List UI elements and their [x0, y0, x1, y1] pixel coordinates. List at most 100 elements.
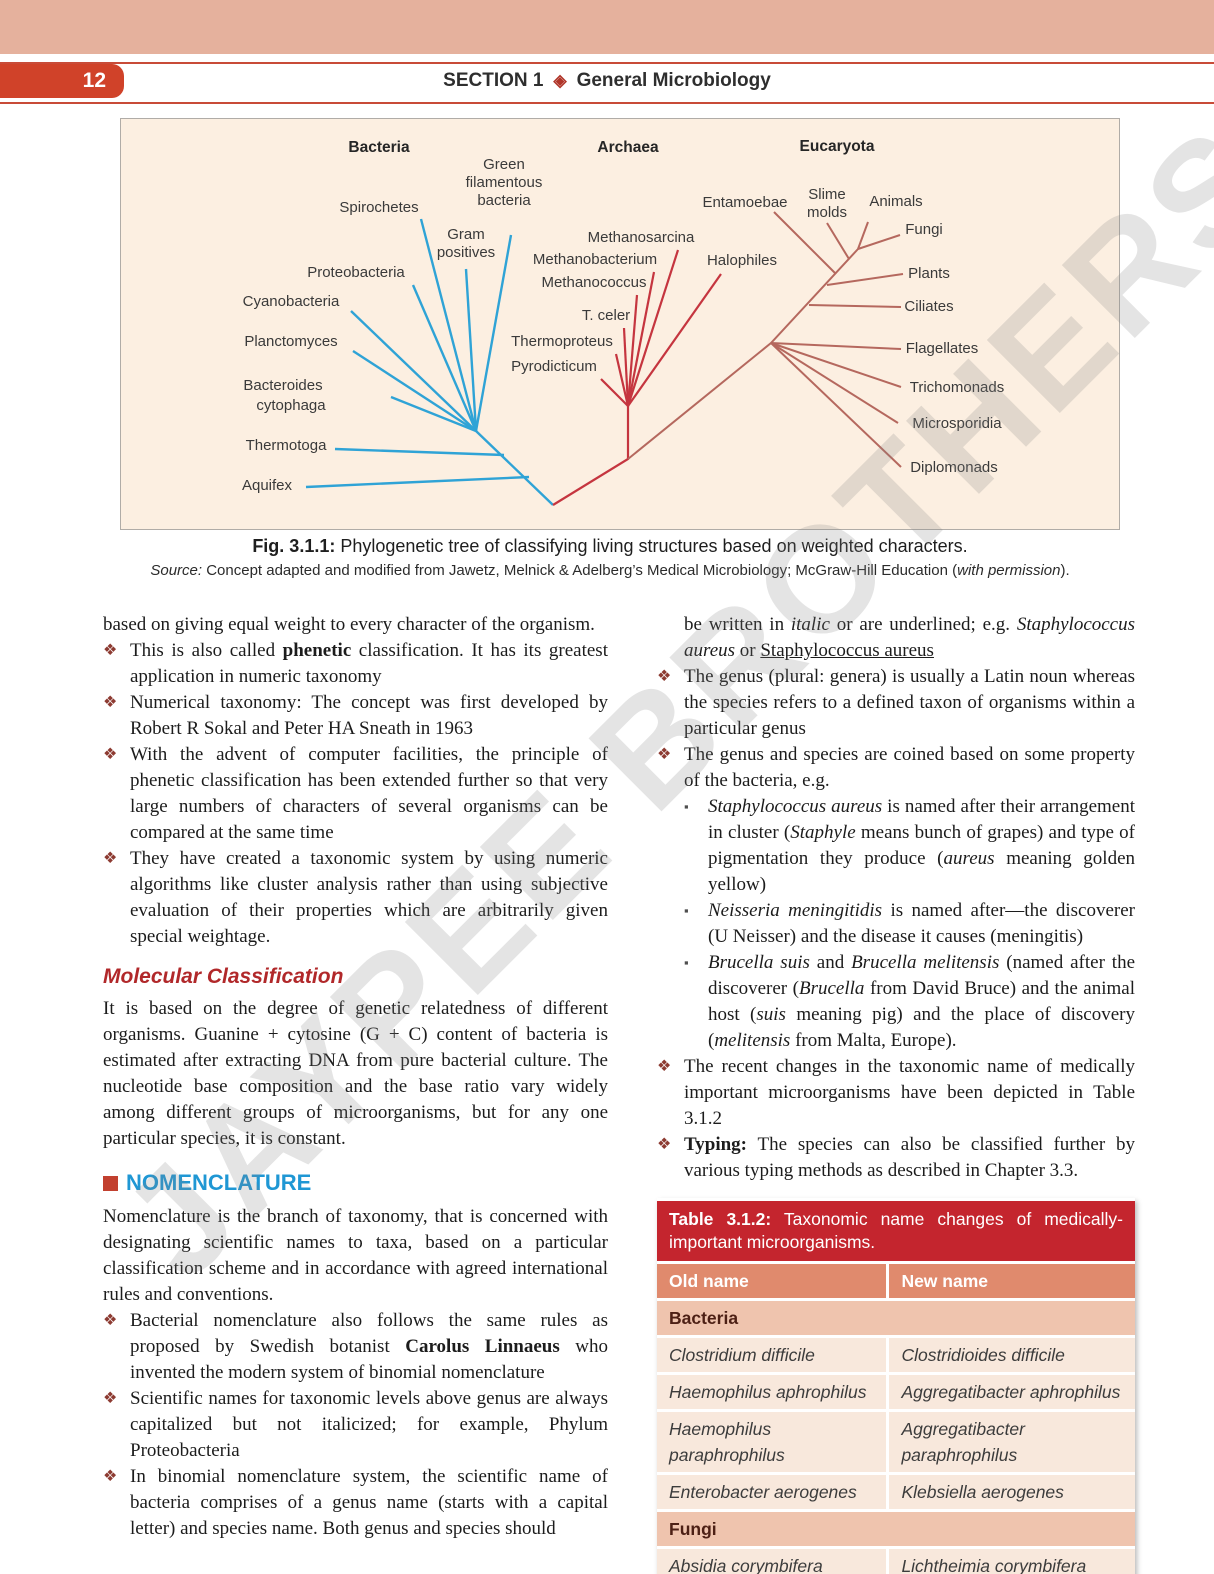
bullet-icon: ❖ [103, 1390, 118, 1407]
branch-ciliates [808, 304, 902, 308]
eucaryota-stem [627, 248, 859, 460]
table-title-label: Table 3.1.2: [669, 1209, 772, 1229]
bullet-item: ❖ Scientific names for taxonomic levels … [103, 1386, 608, 1464]
old-name-cell: Haemophilus paraphrophilus [657, 1411, 887, 1472]
text: be written in [684, 614, 791, 635]
label-halophiles: Halophiles [707, 252, 777, 269]
sub-bullet-item: ▪ Staphylococcus aureus is named after t… [657, 794, 1135, 898]
branch-cyanobacteria [350, 310, 477, 432]
bullet-text: With the advent of computer facilities, … [130, 744, 608, 843]
figure-source-end: ). [1060, 562, 1070, 579]
paragraph: based on giving equal weight to every ch… [103, 614, 595, 635]
old-name-cell: Haemophilus aphrophilus [657, 1374, 887, 1409]
branch-slime-molds [826, 222, 850, 260]
category-fungi: Fungi [657, 1511, 1135, 1546]
label-trichomonads: Trichomonads [910, 379, 1004, 396]
square-bullet-icon: ▪ [684, 903, 689, 918]
figure-source-label: Source: [150, 562, 203, 579]
branch-tceler [622, 327, 630, 407]
italic-text: Brucella melitensis [851, 952, 1000, 973]
branch-thermotoga [334, 447, 505, 457]
label-methanobacterium: Methanobacterium [533, 251, 657, 268]
figure-caption: Fig. 3.1.1: Phylogenetic tree of classif… [60, 536, 1160, 557]
paragraph: It is based on the degree of genetic rel… [103, 998, 608, 1149]
table-title: Table 3.1.2: Taxonomic name changes of m… [657, 1201, 1135, 1261]
label-archaea: Archaea [597, 139, 659, 156]
square-bullet-icon: ▪ [684, 955, 689, 970]
bullet-text: They have created a taxonomic system by … [130, 848, 608, 947]
text: classification. It has its greatest appl… [130, 640, 608, 687]
branch-methanosarcina [626, 249, 680, 407]
label-gram-positives: Gram [447, 226, 485, 243]
italic-text: Staphylococcus aureus [708, 796, 883, 817]
text: who invented the modern system of binomi… [130, 1336, 609, 1383]
branch-bacteroides [390, 395, 477, 433]
tree-labels: Bacteria Archaea Eucaryota Green filamen… [242, 138, 1004, 494]
figure-caption-text: Phylogenetic tree of classifying living … [335, 536, 968, 556]
label-gram-positives: positives [437, 244, 495, 261]
italic-text: suis [756, 1004, 786, 1025]
new-name-cell: Klebsiella aerogenes [886, 1474, 1135, 1509]
bullet-text: In binomial nomenclature system, the sci… [130, 1466, 608, 1539]
text: or are underlined; e.g. [829, 614, 1017, 635]
table-row: Haemophilus paraphrophilus Aggregatibact… [657, 1411, 1135, 1472]
new-name-cell: Aggregatibacter aphrophilus [886, 1374, 1135, 1409]
old-name-cell: Enterobacter aerogenes [657, 1474, 887, 1509]
header-strip [0, 62, 1214, 104]
italic-text: Staphylococcus aureus [684, 614, 1136, 661]
table-row: Haemophilus aphrophilus Aggregatibacter … [657, 1374, 1135, 1409]
branch-trichomonads [770, 342, 902, 388]
text: or [735, 640, 761, 661]
branch-microsporidia [770, 342, 899, 424]
page-number: 12 [82, 69, 106, 92]
bullet-item: ❖ Numerical taxonomy: The concept was fi… [103, 690, 608, 742]
branch-methanobacterium [626, 271, 656, 407]
running-header: SECTION 1 ◈ General Microbiology [0, 64, 1214, 98]
label-plants: Plants [908, 265, 950, 282]
bullet-item: ❖ The recent changes in the taxonomic na… [657, 1054, 1135, 1132]
label-methanococcus: Methanococcus [541, 274, 646, 291]
text: is named after—the discoverer (U Neisser… [708, 900, 1135, 947]
taxonomy-table: Table 3.1.2: Taxonomic name changes of m… [657, 1198, 1135, 1574]
italic-text: Brucella [798, 978, 865, 999]
table-title-row: Table 3.1.2: Taxonomic name changes of m… [657, 1201, 1135, 1261]
section-label: SECTION 1 [443, 70, 544, 91]
bullet-text: The genus (plural: genera) is usually a … [684, 666, 1135, 739]
bold-text: Typing: [684, 1134, 748, 1155]
text: from Malta, Europe). [790, 1030, 957, 1051]
bacteria-branches [305, 218, 554, 506]
archaea-branches [552, 249, 722, 506]
branch-spirochetes [419, 218, 478, 432]
bullet-text: The recent changes in the taxonomic name… [684, 1056, 1135, 1129]
figure-box: Bacteria Archaea Eucaryota Green filamen… [120, 118, 1120, 530]
bullet-icon: ❖ [657, 1136, 672, 1153]
sub-bullet-text: Neisseria meningitidis is named after—th… [708, 898, 1135, 950]
bullet-text: Numerical taxonomy: The concept was firs… [130, 692, 608, 739]
figure-source-text: Concept adapted and modified from Jawetz… [202, 562, 958, 579]
italic-text: italic [790, 614, 830, 635]
table-row: Clostridium difficile Clostridioides dif… [657, 1337, 1135, 1372]
paragraph: Nomenclature is the branch of taxonomy, … [103, 1206, 608, 1305]
nomenclature-heading: NOMENCLATURE [103, 1170, 608, 1196]
italic-text: melitensis [714, 1030, 791, 1051]
bullet-item: ❖ Bacterial nomenclature also follows th… [103, 1308, 608, 1386]
label-bacteria: Bacteria [348, 139, 410, 156]
sub-bullet-item: ▪ Brucella suis and Brucella melitensis … [657, 950, 1135, 1054]
square-bullet-icon: ▪ [684, 799, 689, 814]
label-entamoebae: Entamoebae [702, 194, 787, 211]
bullet-item: ❖ Typing: The species can also be classi… [657, 1132, 1135, 1184]
table-row: Absidia corymbifera Lichtheimia corymbif… [657, 1548, 1135, 1574]
label-tceler: T. celer [582, 307, 630, 324]
text: Bacterial nomenclature also follows the … [130, 1310, 608, 1357]
bullet-item: ❖ The genus (plural: genera) is usually … [657, 664, 1135, 742]
label-planctomyces: Planctomyces [244, 333, 337, 350]
label-proteobacteria: Proteobacteria [307, 264, 405, 281]
bacteria-root [475, 430, 554, 506]
branch-green-filamentous [474, 234, 513, 432]
italic-text: aureus [943, 848, 995, 869]
label-thermotoga: Thermotoga [246, 437, 328, 454]
figure-source-italic: with permission [957, 562, 1061, 579]
branch-plants [826, 273, 904, 286]
branch-gram-positives [464, 268, 478, 432]
